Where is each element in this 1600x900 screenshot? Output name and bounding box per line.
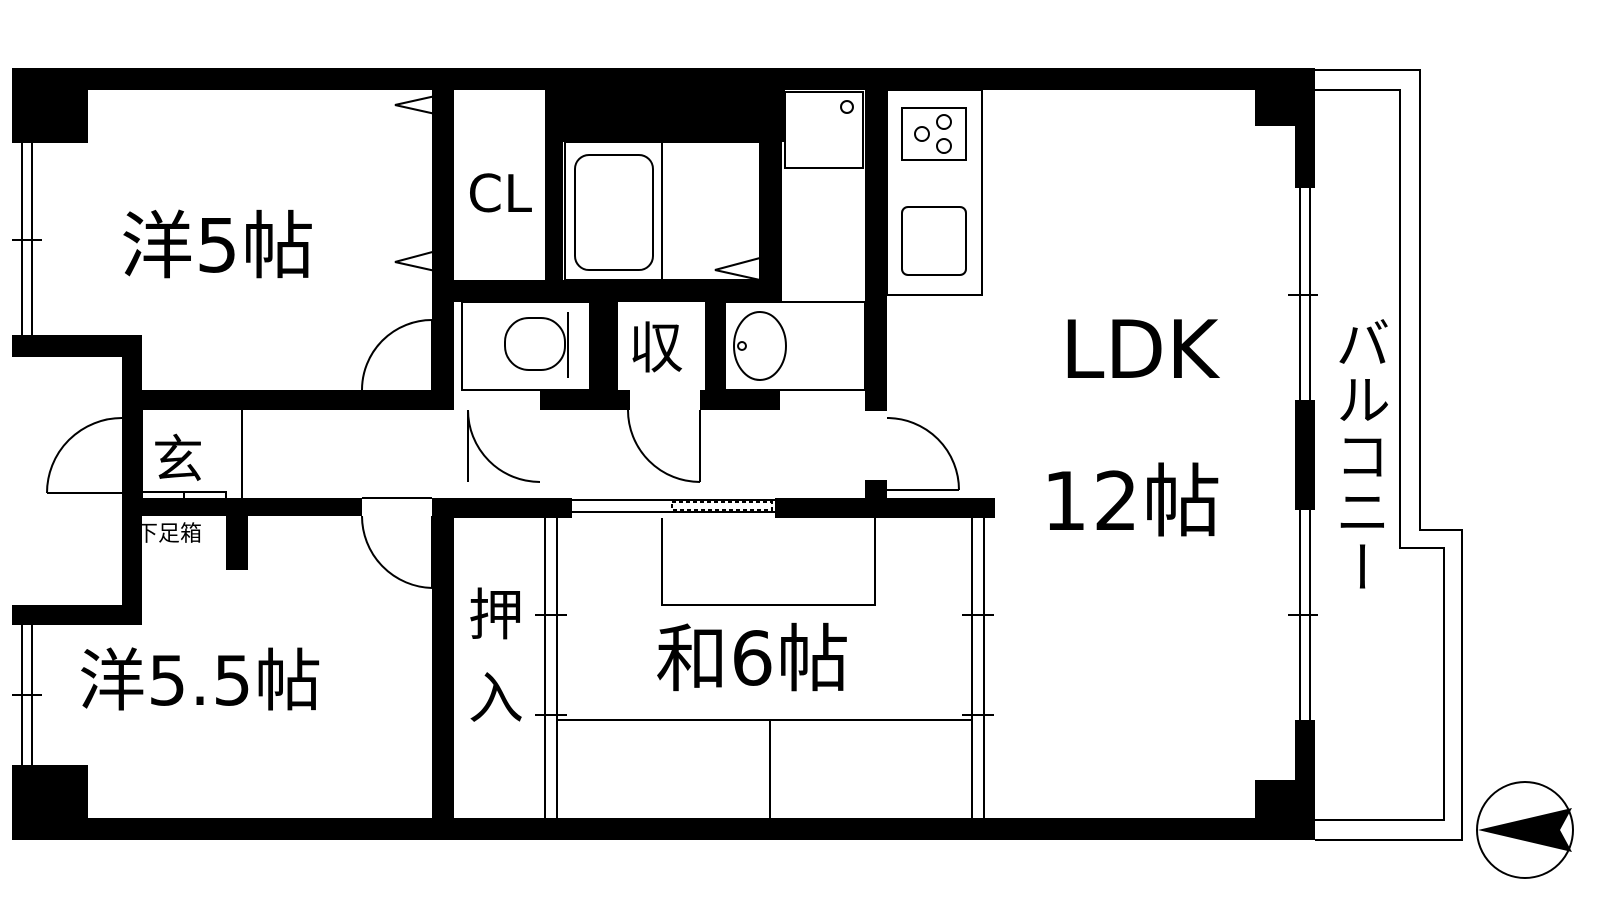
room-label-japanese: 和6帖 bbox=[655, 617, 850, 703]
room-label-entrance: 玄 bbox=[152, 431, 204, 491]
room-label-balcony: バルコニー bbox=[1326, 315, 1391, 595]
room-label-closet: CL bbox=[467, 165, 532, 225]
walls bbox=[12, 68, 1315, 840]
closet-doors bbox=[394, 90, 451, 280]
japanese-room-fittings bbox=[535, 499, 994, 818]
room-label-western-a: 洋5帖 bbox=[120, 204, 315, 290]
room-label-ldk: LDK bbox=[1060, 304, 1221, 397]
stove-icon bbox=[901, 107, 967, 161]
room-label-oshiire-bottom: 入 bbox=[468, 667, 524, 732]
compass-icon bbox=[1476, 781, 1574, 879]
kitchen-counter bbox=[886, 89, 983, 296]
shoe-box-label: 下足箱 bbox=[136, 522, 202, 547]
washer-pan-icon bbox=[714, 91, 864, 281]
washbasin-icon bbox=[724, 301, 866, 391]
room-label-western-b: 洋5.5帖 bbox=[78, 643, 322, 722]
balcony-outline bbox=[1315, 69, 1463, 841]
doors bbox=[46, 319, 960, 589]
bathtub-icon bbox=[564, 141, 761, 281]
room-label-oshiire-top: 押 bbox=[468, 584, 524, 649]
shoe-box-icon bbox=[141, 491, 227, 505]
room-label-storage: 収 bbox=[628, 317, 684, 382]
toilet-icon bbox=[461, 301, 591, 391]
windows bbox=[12, 143, 1318, 765]
sink-icon bbox=[901, 206, 967, 276]
room-label-ldk-size: 12帖 bbox=[1040, 456, 1222, 549]
